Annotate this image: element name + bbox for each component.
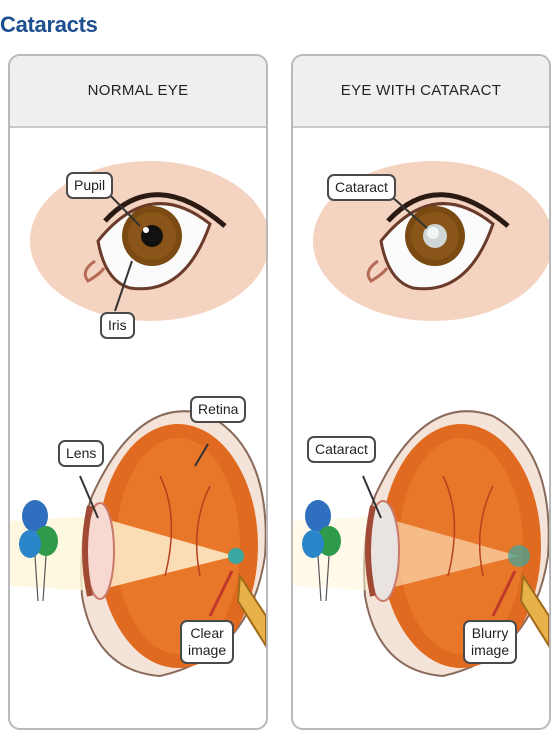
callout-cataract-front: Cataract	[327, 174, 396, 201]
callout-blurry-line1: Blurry	[471, 625, 509, 642]
callout-retina: Retina	[190, 396, 246, 423]
focus-point	[228, 548, 244, 564]
callout-blurry-image: Blurry image	[463, 620, 517, 664]
blurry-focus-point	[508, 545, 530, 567]
callout-clear-line2: image	[188, 642, 226, 659]
callout-iris: Iris	[100, 312, 135, 339]
callout-clear-line1: Clear	[188, 625, 226, 642]
callout-blurry-line2: image	[471, 642, 509, 659]
cataract-eye-panel: EYE WITH CATARACT Cataract Cataract Blur…	[291, 54, 551, 730]
page-title: Cataracts	[0, 12, 98, 38]
callout-pupil: Pupil	[66, 172, 113, 199]
callout-lens: Lens	[58, 440, 104, 467]
callout-clear-image: Clear image	[180, 620, 234, 664]
normal-eye-panel: NORMAL EYE	[8, 54, 268, 730]
callout-cataract-side: Cataract	[307, 436, 376, 463]
